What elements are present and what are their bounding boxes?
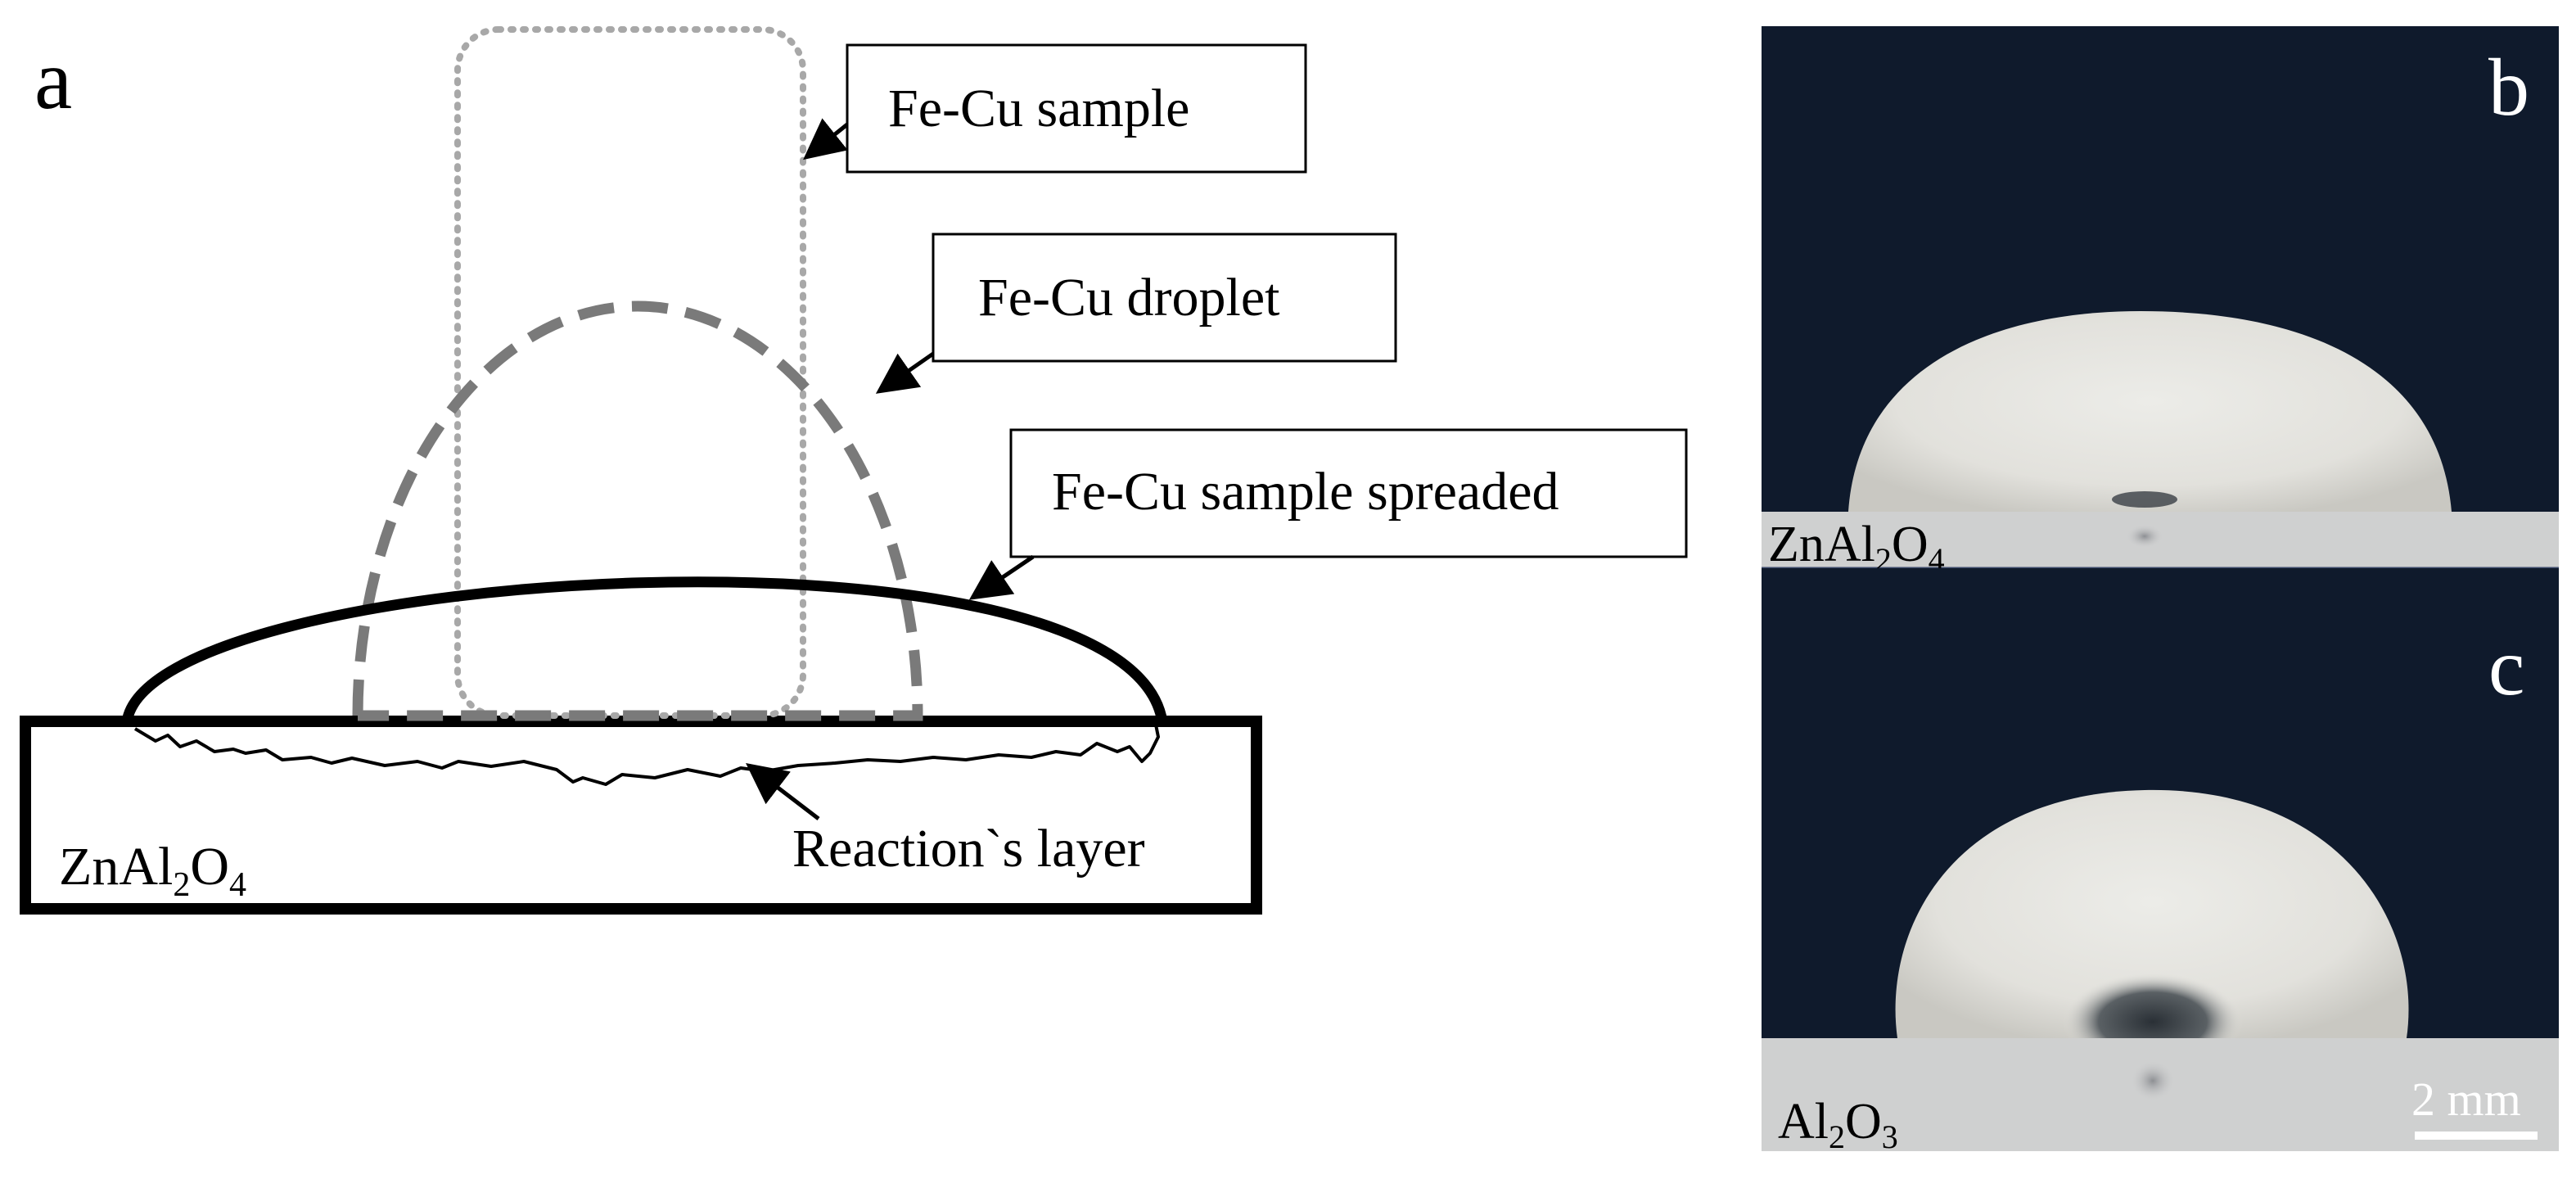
droplet-outline-dashed	[352, 300, 923, 721]
spread-sample-outline	[121, 576, 1168, 724]
substrate-label-c: Al2O3	[1778, 1094, 1898, 1155]
substrate-label-b: ZnAl2O4	[1768, 517, 1945, 578]
panel-a-label: a	[34, 33, 72, 127]
callout-box-spreaded	[1009, 428, 1688, 558]
panel-a-schematic: a Fe-Cu sample Fe-Cu droplet Fe-Cu sampl…	[20, 26, 1688, 915]
photo-c-reflection	[2132, 1061, 2174, 1100]
callout-text-droplet: Fe-Cu droplet	[978, 268, 1279, 328]
arrow-to-sample	[803, 118, 849, 160]
scale-bar	[2415, 1132, 2538, 1140]
panel-b-label: b	[2488, 42, 2529, 133]
reaction-layer-label: Reaction`s layer	[792, 819, 1145, 879]
photo-b-vignette	[1762, 26, 2220, 370]
substrate-block	[20, 716, 1262, 915]
panel-c-label: c	[2488, 621, 2524, 712]
callout-box-droplet	[932, 233, 1397, 363]
panel-b-photo	[1762, 26, 2559, 568]
arrow-to-spreaded	[968, 554, 1035, 600]
arrow-to-droplet	[875, 351, 935, 394]
callout-text-spreaded: Fe-Cu sample spreaded	[1052, 462, 1559, 522]
scale-bar-label: 2 mm	[2411, 1073, 2521, 1126]
photo-c-droplet	[1895, 789, 2409, 1038]
substrate-label-a: ZnAl2O4	[59, 837, 246, 904]
photo-c-vignette	[1762, 568, 2220, 912]
reaction-layer-line	[133, 724, 1160, 786]
photo-b-reflection	[2127, 525, 2163, 548]
callout-box-sample	[846, 43, 1307, 174]
photo-b-contact-shadow	[2112, 491, 2177, 508]
panel-c-photo	[1762, 568, 2559, 1151]
callout-text-sample: Fe-Cu sample	[888, 79, 1189, 138]
sample-outline-dotted	[454, 26, 806, 719]
arrow-to-reaction-layer	[746, 762, 820, 820]
photo-b-droplet	[1848, 311, 2452, 512]
